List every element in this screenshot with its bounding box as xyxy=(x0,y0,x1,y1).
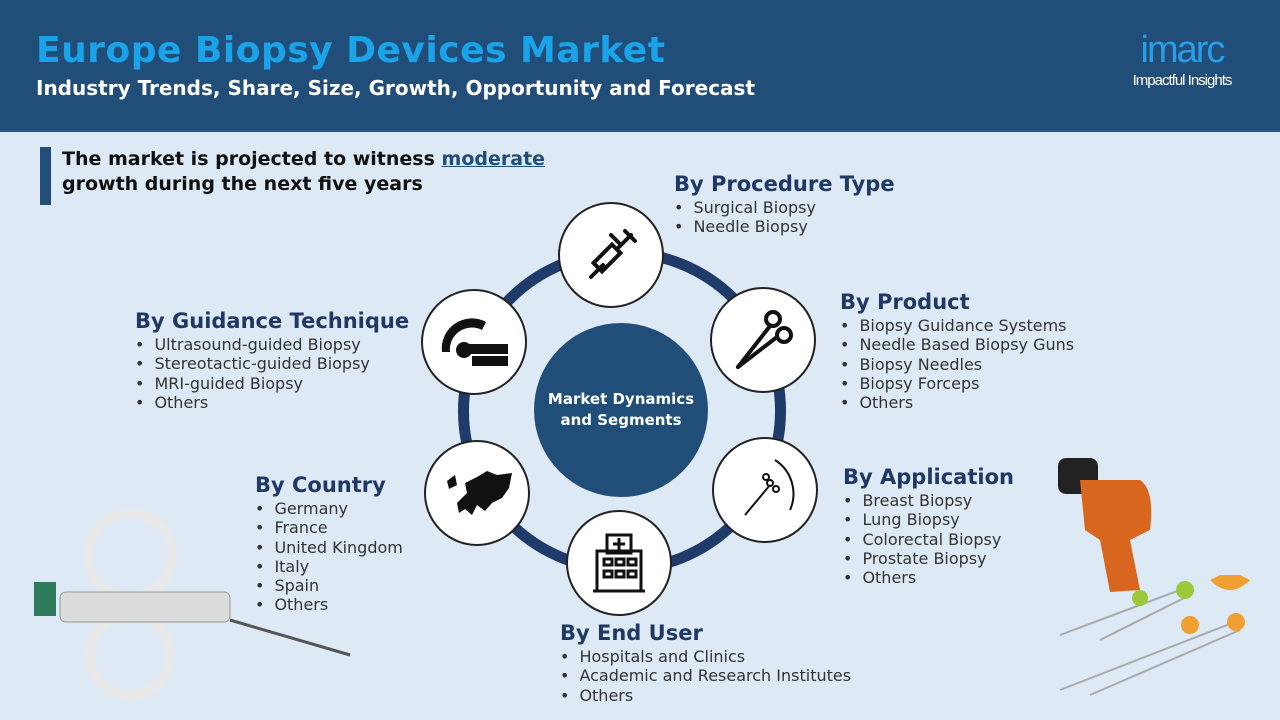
list-item: Hospitals and Clinics xyxy=(560,647,851,666)
europe-map-icon xyxy=(424,440,530,546)
ultrasound-machine-icon xyxy=(421,289,527,395)
list-item: Academic and Research Institutes xyxy=(560,666,851,685)
list-item: Ultrasound-guided Biopsy xyxy=(135,335,409,354)
segment-application: By Application Breast BiopsyLung BiopsyC… xyxy=(843,465,1014,587)
segment-guidance-technique: By Guidance Technique Ultrasound-guided … xyxy=(135,309,409,412)
biopsy-needle-icon xyxy=(712,437,818,543)
list-item: Biopsy Guidance Systems xyxy=(840,316,1074,335)
list-item: Italy xyxy=(255,557,403,576)
callout-highlight: moderate xyxy=(441,148,546,170)
list-item: Others xyxy=(255,595,403,614)
segment-title: By Product xyxy=(840,290,970,314)
list-item: Biopsy Forceps xyxy=(840,374,1074,393)
biopsy-handpiece-illustration xyxy=(1058,458,1250,696)
list-item: Others xyxy=(843,568,1014,587)
imarc-logo: imarc Impactful Insights xyxy=(1122,30,1242,89)
segment-procedure-type: By Procedure Type Surgical BiopsyNeedle … xyxy=(674,172,895,237)
hospital-icon xyxy=(566,510,672,616)
segment-title: By Country xyxy=(255,473,386,497)
list-item: Needle Based Biopsy Guns xyxy=(840,335,1074,354)
list-item: France xyxy=(255,518,403,537)
list-item: United Kingdom xyxy=(255,538,402,557)
segment-title: By End User xyxy=(560,621,703,645)
logo-brand: imarc xyxy=(1140,29,1226,71)
list-item: Prostate Biopsy xyxy=(843,549,1014,568)
list-item: Others xyxy=(135,393,409,412)
syringe-icon xyxy=(558,202,664,308)
logo-tagline: Impactful Insights xyxy=(1132,72,1233,89)
callout-text-2: growth during the next five years xyxy=(62,173,423,195)
list-item: Others xyxy=(560,686,851,705)
list-item: MRI-guided Biopsy xyxy=(135,374,409,393)
list-item: Stereotactic-guided Biopsy xyxy=(135,354,409,373)
segment-product: By Product Biopsy Guidance SystemsNeedle… xyxy=(840,290,1074,412)
segment-title: By Application xyxy=(843,465,1014,489)
list-item: Others xyxy=(840,393,1074,412)
page-title: Europe Biopsy Devices Market xyxy=(36,30,666,71)
forceps-icon xyxy=(710,287,816,393)
page-subtitle: Industry Trends, Share, Size, Growth, Op… xyxy=(36,76,756,100)
segment-title: By Guidance Technique xyxy=(135,309,410,333)
list-item: Colorectal Biopsy xyxy=(843,530,1014,549)
list-item: Spain xyxy=(255,576,403,595)
callout-text: The market is projected to witness xyxy=(62,148,442,170)
list-item: Lung Biopsy xyxy=(843,510,1014,529)
center-hub: Market Dynamics and Segments xyxy=(534,323,708,497)
list-item: Breast Biopsy xyxy=(843,491,1014,510)
center-label: Market Dynamics and Segments xyxy=(547,390,695,429)
segment-title: By Procedure Type xyxy=(674,172,895,196)
growth-callout: The market is projected to witness moder… xyxy=(40,147,545,205)
list-item: Germany xyxy=(255,499,403,518)
header-banner: Europe Biopsy Devices Market Industry Tr… xyxy=(0,0,1280,132)
segment-country: By Country GermanyFranceUnited KingdomIt… xyxy=(255,473,403,615)
list-item: Surgical Biopsy xyxy=(674,198,895,217)
list-item: Biopsy Needles xyxy=(840,355,1074,374)
biopsy-gun-illustration xyxy=(34,510,351,700)
list-item: Needle Biopsy xyxy=(674,217,895,236)
segment-end-user: By End User Hospitals and ClinicsAcademi… xyxy=(560,621,851,705)
